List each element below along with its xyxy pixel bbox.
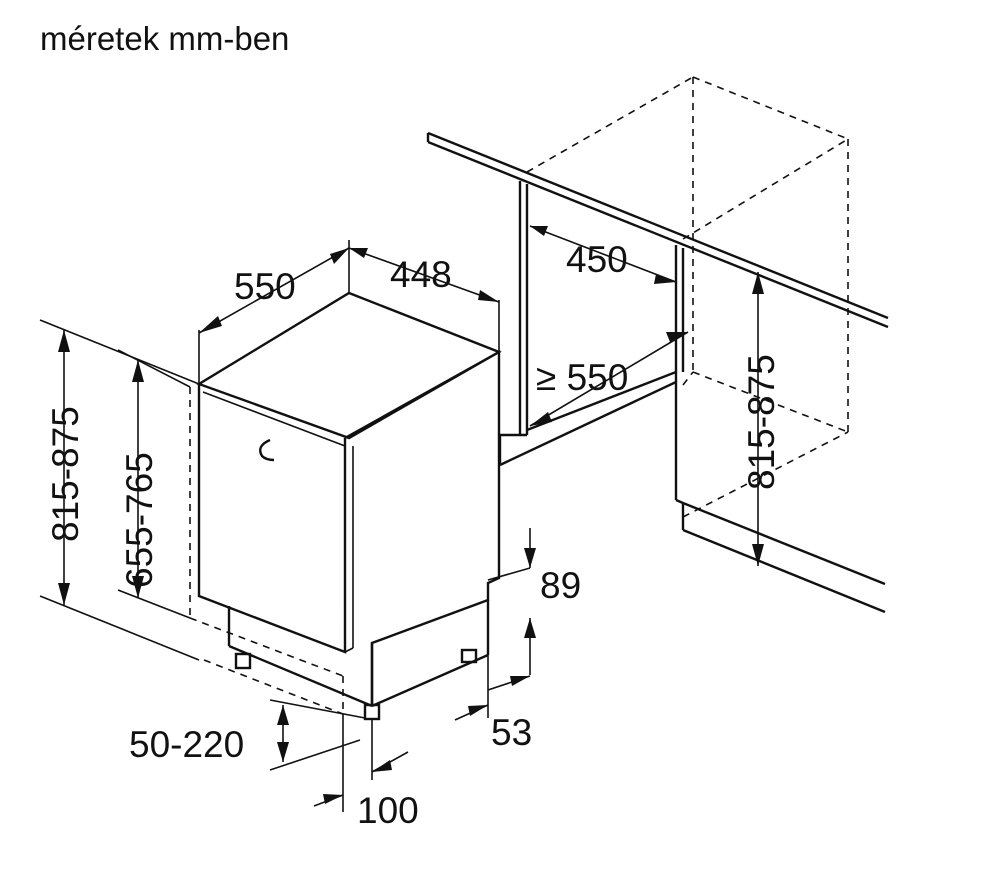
door-handle-icon [259, 438, 275, 462]
dimension-arrows [58, 226, 764, 804]
dim-89: 89 [540, 565, 581, 606]
dim-50-220: 50-220 [129, 724, 244, 765]
dim-448: 448 [390, 254, 452, 295]
foot-back-right [460, 648, 478, 664]
dim-niche-depth: ≥ 550 [536, 357, 628, 398]
foot-front-left [234, 652, 252, 670]
dim-450: 450 [566, 239, 628, 280]
dim-100: 100 [357, 790, 419, 831]
foot-front-right [363, 703, 381, 721]
dim-door-height: 655-765 [119, 452, 160, 588]
dim-total-height: 815-875 [45, 406, 86, 542]
dimension-lines [39, 225, 759, 812]
units-caption: méretek mm-ben [40, 20, 290, 57]
dishwasher-body [189, 291, 502, 721]
dim-niche-height: 815-875 [741, 354, 782, 490]
kitchen-niche [426, 76, 889, 614]
dim-550: 550 [234, 266, 296, 307]
dim-53: 53 [491, 712, 532, 753]
